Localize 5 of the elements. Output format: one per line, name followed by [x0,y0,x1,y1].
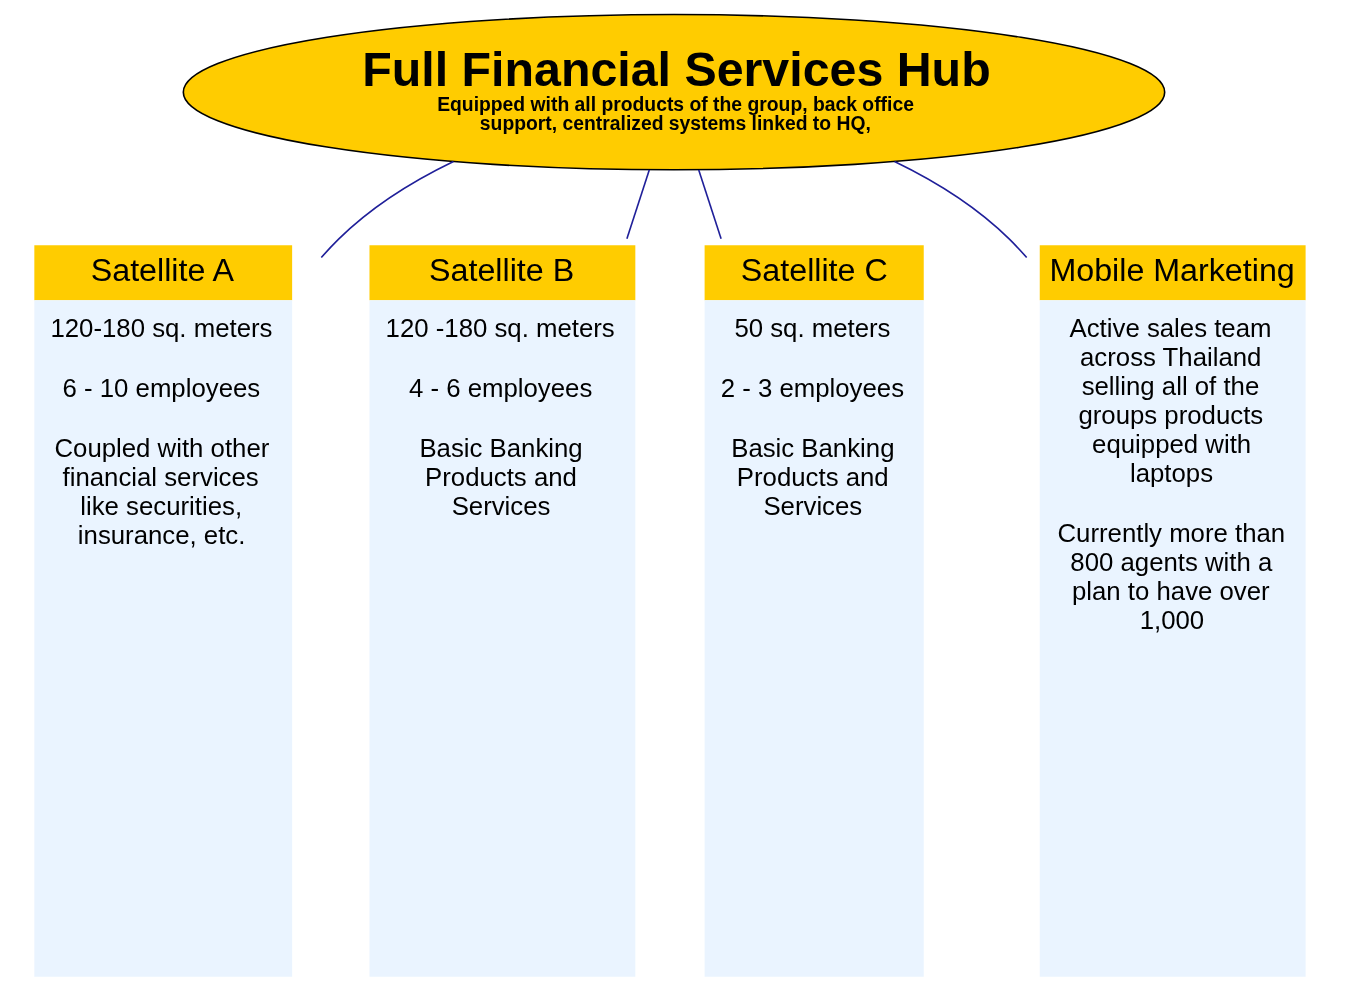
connector [697,169,722,240]
connector [893,160,1027,259]
connector [320,160,454,259]
connector [625,169,650,240]
node-ellipse: Full Financial Services Hub Equipped with all products of the group, back office support, centralized systems linked to HQ, [182,13,1165,171]
